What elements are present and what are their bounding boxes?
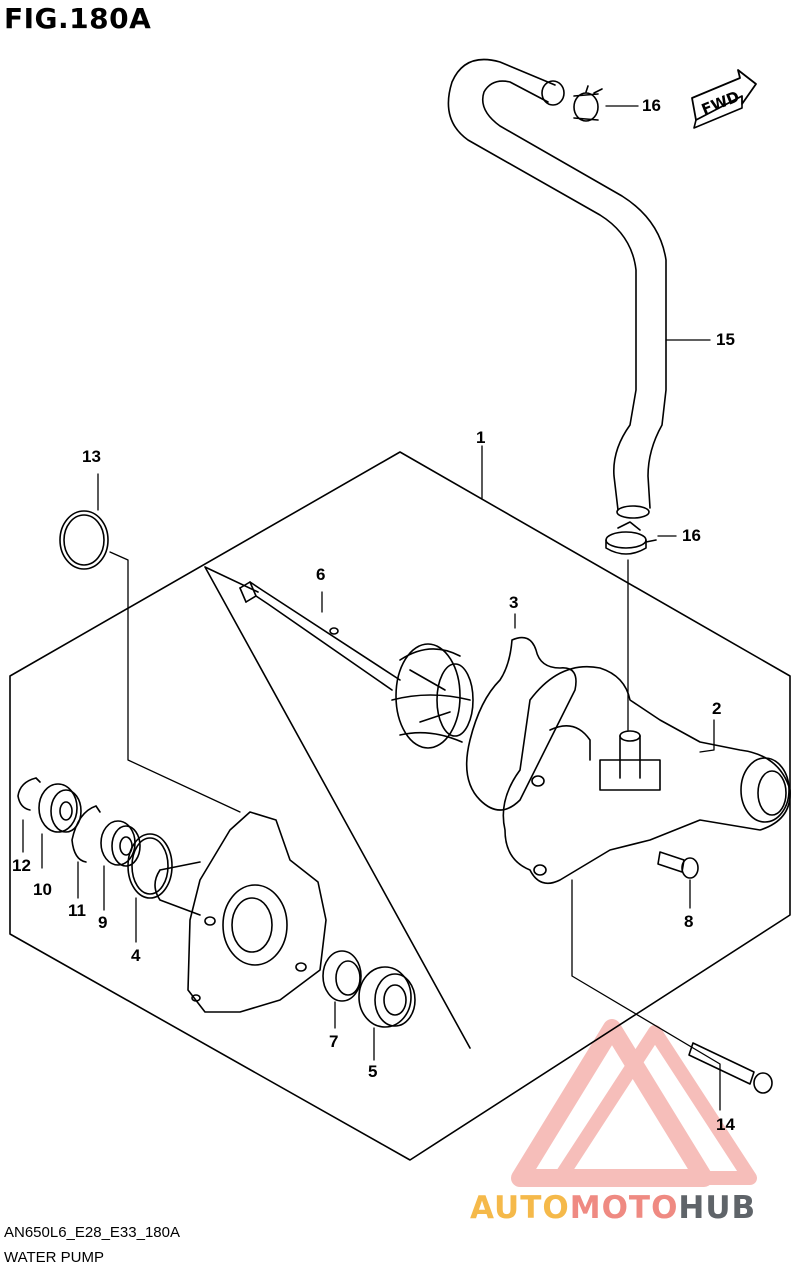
hose-clamp-bottom: [605, 521, 657, 555]
callout-8: 8: [684, 912, 694, 931]
leader-lines: [22, 105, 721, 1111]
callout-14: 14: [716, 1115, 735, 1134]
fwd-badge-shape: [691, 69, 757, 129]
callout-10: 10: [33, 880, 52, 899]
shaft-guide-lines: [204, 566, 471, 1049]
circlip-11: [71, 805, 101, 863]
diagram-code: AN650L6_E28_E33_180A: [4, 1224, 180, 1241]
callout-2: 2: [712, 699, 722, 718]
water-hose: [447, 58, 667, 519]
watermark-text: AUTOMOTOHUB: [470, 1190, 756, 1226]
bearing-10: [38, 783, 82, 833]
figure-title: FIG.180A: [4, 2, 152, 35]
callout-11: 11: [68, 901, 86, 920]
bolt-short: [657, 851, 699, 879]
callout-9: 9: [98, 913, 108, 932]
watermark-hub: HUB: [678, 1190, 757, 1226]
mechanical-seal-5: [358, 966, 416, 1028]
diagram-name: WATER PUMP: [4, 1249, 104, 1266]
bearing-9: [100, 820, 141, 867]
impeller: [391, 643, 474, 749]
watermark-logo: [511, 1019, 757, 1187]
oil-seal-7: [322, 950, 362, 1002]
watermark-auto: AUTO: [470, 1190, 570, 1226]
callout-16-bottom: 16: [682, 526, 701, 545]
hose-clamp-top: [573, 85, 603, 122]
callout-3: 3: [509, 593, 519, 612]
pump-case: [154, 811, 327, 1013]
callout-13: 13: [82, 447, 101, 466]
circlip-12: [17, 777, 41, 811]
assembly-box-outline: [9, 451, 791, 1161]
bolt-long: [688, 1042, 773, 1094]
callout-12: 12: [12, 856, 31, 875]
pump-cover: [502, 665, 791, 885]
callout-4: 4: [131, 946, 141, 965]
callout-5: 5: [368, 1062, 378, 1081]
callout-7: 7: [329, 1032, 339, 1051]
callout-6: 6: [316, 565, 326, 584]
callout-15: 15: [716, 330, 735, 349]
callout-1: 1: [476, 428, 486, 447]
fwd-badge: FWD: [699, 87, 742, 118]
impeller-shaft: [239, 581, 401, 691]
fwd-label: FWD: [699, 87, 742, 118]
callout-16-top: 16: [642, 96, 661, 115]
watermark-moto: MOTO: [569, 1190, 679, 1226]
seal-ring-13: [59, 510, 109, 570]
o-ring-gasket: [465, 636, 577, 811]
